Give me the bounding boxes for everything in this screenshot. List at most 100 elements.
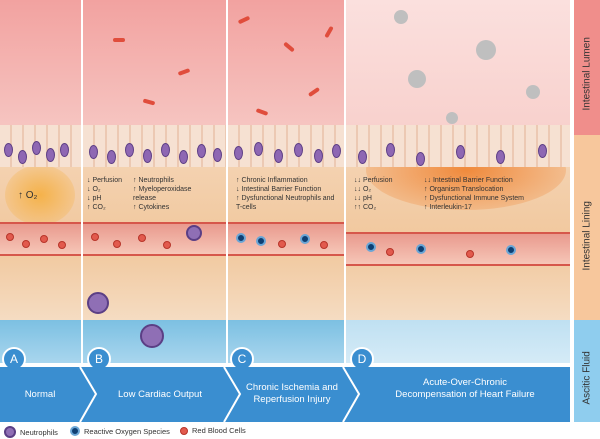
double-down-arrow-icon: ↓↓ bbox=[354, 195, 361, 202]
up-arrow-icon: ↑ bbox=[87, 204, 91, 211]
up-arrow-icon: ↑ bbox=[133, 186, 137, 193]
blood-vessel bbox=[83, 222, 226, 256]
neutrophil bbox=[87, 292, 109, 314]
up-arrow-icon: ↑ bbox=[424, 204, 428, 211]
lumen-layer bbox=[346, 0, 570, 135]
epithelial-cell bbox=[234, 146, 243, 160]
epithelial-cell bbox=[60, 143, 69, 157]
up-arrow-icon: ↑ bbox=[424, 186, 428, 193]
reactive-oxygen-species bbox=[236, 233, 246, 243]
lumen-layer bbox=[228, 0, 344, 135]
blood-vessel bbox=[0, 222, 81, 256]
epithelial-cell bbox=[18, 150, 27, 164]
red-blood-cell bbox=[278, 240, 286, 248]
epithelial-cell bbox=[161, 143, 170, 157]
epithelial-cell bbox=[274, 149, 283, 163]
lumen-layer bbox=[0, 0, 81, 135]
panel-b-col2: ↑ Neutrophils ↑ Myeloperoxidase release … bbox=[133, 177, 192, 211]
down-arrow-icon: ↓ bbox=[87, 186, 91, 193]
blood-vessel bbox=[346, 232, 570, 266]
epithelial-cell bbox=[46, 148, 55, 162]
neutrophil-icon bbox=[4, 426, 16, 438]
epithelial-cell bbox=[496, 150, 505, 164]
epithelial-cell bbox=[197, 144, 206, 158]
epithelial-cell bbox=[314, 149, 323, 163]
down-arrow-icon: ↓ bbox=[87, 177, 91, 184]
reactive-oxygen-species bbox=[366, 242, 376, 252]
blood-vessel bbox=[228, 222, 344, 256]
panel-b-col1: ↓ Perfusion ↓ O₂ ↓ pH ↑ CO₂ bbox=[87, 177, 123, 211]
reactive-oxygen-species bbox=[416, 244, 426, 254]
up-arrow-icon: ↑ bbox=[236, 177, 240, 184]
legend-ros: Reactive Oxygen Species bbox=[70, 426, 170, 436]
legend-neutrophils: Neutrophils bbox=[4, 426, 58, 438]
epithelial-cell bbox=[538, 144, 547, 158]
reactive-oxygen-species bbox=[256, 236, 266, 246]
villi bbox=[228, 125, 344, 167]
epithelial-cell bbox=[89, 145, 98, 159]
translocating-organism bbox=[408, 70, 426, 88]
double-down-arrow-icon: ↓↓ bbox=[424, 177, 431, 184]
epithelial-cell bbox=[107, 150, 116, 164]
red-blood-cell bbox=[466, 250, 474, 258]
epithelial-cell bbox=[213, 148, 222, 162]
epithelial-cell bbox=[456, 145, 465, 159]
down-arrow-icon: ↓ bbox=[87, 195, 91, 202]
panel-d: ↓↓ Perfusion ↓↓ O₂ ↓↓ pH ↑↑ CO₂ ↓↓ Intes… bbox=[346, 0, 570, 363]
double-down-arrow-icon: ↓↓ bbox=[354, 177, 361, 184]
reactive-oxygen-species bbox=[300, 234, 310, 244]
epithelial-cell bbox=[416, 152, 425, 166]
red-blood-cell bbox=[386, 248, 394, 256]
epithelial-cell bbox=[386, 143, 395, 157]
legend-rbc: Red Blood Cells bbox=[180, 426, 246, 435]
red-blood-cell bbox=[58, 241, 66, 249]
translocating-organism bbox=[476, 40, 496, 60]
panel-d-col1: ↓↓ Perfusion ↓↓ O₂ ↓↓ pH ↑↑ CO₂ bbox=[354, 177, 393, 211]
panel-c-col1: ↑ Chronic Inflammation ↓ Intestinal Barr… bbox=[236, 177, 335, 211]
up-arrow-icon: ↑ bbox=[18, 190, 23, 201]
double-down-arrow-icon: ↓↓ bbox=[354, 186, 361, 193]
stage-label-c: Chronic Ischemia and Reperfusion Injury bbox=[246, 382, 338, 405]
down-arrow-icon: ↓ bbox=[236, 186, 240, 193]
epithelial-cell bbox=[143, 149, 152, 163]
translocating-organism bbox=[446, 112, 458, 124]
up-arrow-icon: ↑ bbox=[236, 195, 240, 202]
up-arrow-icon: ↑ bbox=[133, 177, 137, 184]
panel-a-o2: ↑ O₂ bbox=[18, 190, 38, 201]
neutrophil bbox=[140, 324, 164, 348]
side-label-lumen: Intestinal Lumen bbox=[574, 0, 600, 135]
ascitic-layer bbox=[346, 320, 570, 363]
panel-c: ↑ Chronic Inflammation ↓ Intestinal Barr… bbox=[228, 0, 344, 363]
reactive-oxygen-species bbox=[506, 245, 516, 255]
red-blood-cell-icon bbox=[180, 426, 188, 435]
epithelial-cell bbox=[32, 141, 41, 155]
red-blood-cell bbox=[22, 240, 30, 248]
side-label-ascitic: Ascitic Fluid bbox=[574, 320, 600, 422]
epithelial-cell bbox=[254, 142, 263, 156]
stage-label-a: Normal bbox=[24, 389, 56, 400]
up-arrow-icon: ↑ bbox=[133, 204, 137, 211]
up-arrow-icon: ↑ bbox=[424, 195, 428, 202]
red-blood-cell bbox=[138, 234, 146, 242]
red-blood-cell bbox=[91, 233, 99, 241]
bacterium bbox=[113, 38, 125, 42]
epithelial-cell bbox=[4, 143, 13, 157]
panel-a: ↑ O₂ bbox=[0, 0, 81, 363]
lumen-layer bbox=[83, 0, 226, 135]
oxygen-glow bbox=[5, 165, 75, 225]
epithelial-cell bbox=[294, 143, 303, 157]
red-blood-cell bbox=[40, 235, 48, 243]
stage-label-d: Acute-Over-Chronic Decompensation of Hea… bbox=[395, 377, 535, 400]
translocating-organism bbox=[394, 10, 408, 24]
stage-arrow-band bbox=[0, 367, 570, 422]
red-blood-cell bbox=[6, 233, 14, 241]
translocating-organism bbox=[526, 85, 540, 99]
reactive-oxygen-species-icon bbox=[70, 426, 80, 436]
double-up-arrow-icon: ↑↑ bbox=[354, 204, 361, 211]
epithelial-cell bbox=[125, 143, 134, 157]
panel-d-col2: ↓↓ Intestinal Barrier Function ↑ Organis… bbox=[424, 177, 524, 211]
stage-label-b: Low Cardiac Output bbox=[118, 389, 202, 400]
panel-b: ↓ Perfusion ↓ O₂ ↓ pH ↑ CO₂ ↑ Neutrophil… bbox=[83, 0, 226, 363]
epithelial-cell bbox=[358, 150, 367, 164]
epithelial-cell bbox=[332, 144, 341, 158]
